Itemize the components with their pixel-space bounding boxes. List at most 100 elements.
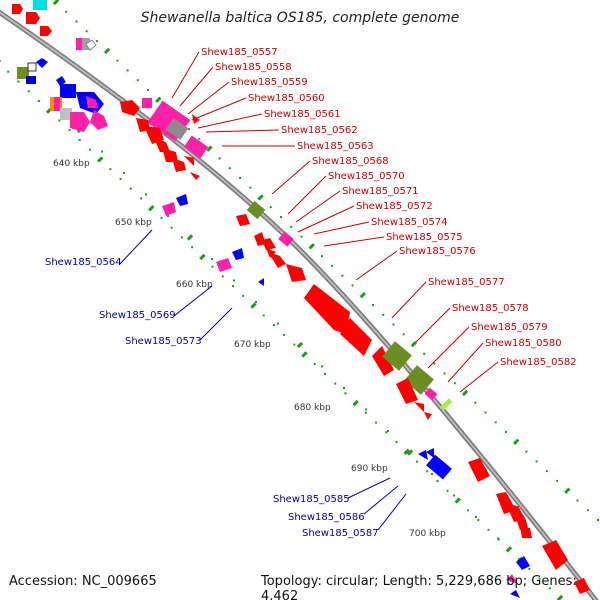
- gene-feature[interactable]: [36, 58, 48, 68]
- gene-feature[interactable]: [165, 118, 189, 140]
- gene-label-shew185_0575[interactable]: Shew185_0575: [386, 232, 463, 243]
- gene-feature[interactable]: [574, 578, 590, 594]
- track-tick: [7, 70, 10, 73]
- gene-feature[interactable]: [542, 540, 568, 570]
- gene-feature[interactable]: [268, 252, 286, 268]
- gene-feature[interactable]: [304, 284, 350, 334]
- gene-feature[interactable]: [258, 278, 264, 286]
- track-tick: [257, 194, 264, 201]
- gene-feature[interactable]: [192, 114, 200, 124]
- gene-feature[interactable]: [12, 4, 23, 14]
- gene-feature[interactable]: [26, 76, 36, 84]
- gene-feature[interactable]: [60, 84, 76, 98]
- gene-feature[interactable]: [90, 110, 108, 130]
- gene-feature[interactable]: [76, 38, 82, 50]
- gene-label-shew185_0569[interactable]: Shew185_0569: [99, 310, 176, 321]
- gene-feature[interactable]: [236, 214, 250, 226]
- gene-label-shew185_0559[interactable]: Shew185_0559: [231, 77, 308, 88]
- gene-feature[interactable]: [506, 504, 526, 522]
- gene-label-shew185_0560[interactable]: Shew185_0560: [248, 93, 325, 104]
- gene-feature[interactable]: [286, 264, 306, 282]
- track-tick: [564, 487, 571, 494]
- gene-label-shew185_0570[interactable]: Shew185_0570: [328, 171, 405, 182]
- gene-label-shew185_0574[interactable]: Shew185_0574: [371, 217, 448, 228]
- gene-label-shew185_0571[interactable]: Shew185_0571: [342, 186, 419, 197]
- track-tick: [331, 264, 334, 267]
- gene-feature[interactable]: [172, 158, 186, 172]
- gene-feature[interactable]: [176, 194, 188, 206]
- gene-feature[interactable]: [468, 458, 490, 482]
- gene-label-shew185_0563[interactable]: Shew185_0563: [297, 141, 374, 152]
- gene-feature[interactable]: [506, 574, 518, 584]
- gene-feature[interactable]: [40, 26, 52, 36]
- gene-feature[interactable]: [440, 398, 453, 411]
- gene-feature[interactable]: [86, 96, 98, 108]
- accession-label: Accession: NC_009665: [9, 574, 157, 589]
- gene-feature[interactable]: [414, 402, 424, 412]
- gene-feature[interactable]: [510, 590, 520, 598]
- gene-label-shew185_0557[interactable]: Shew185_0557: [201, 47, 278, 58]
- track-tick: [436, 480, 439, 483]
- gene-label-shew185_0579[interactable]: Shew185_0579: [471, 322, 548, 333]
- gene-feature[interactable]: [424, 412, 432, 420]
- gene-label-shew185_0586[interactable]: Shew185_0586: [288, 512, 365, 523]
- gene-feature[interactable]: [144, 126, 164, 144]
- gene-label-shew185_0573[interactable]: Shew185_0573: [125, 336, 202, 347]
- track-tick: [228, 167, 231, 170]
- gene-feature[interactable]: [190, 172, 200, 180]
- track-tick: [308, 243, 315, 250]
- gene-feature[interactable]: [520, 526, 532, 538]
- track-tick: [180, 236, 183, 239]
- gene-feature[interactable]: [120, 100, 140, 116]
- gene-label-shew185_0577[interactable]: Shew185_0577: [428, 277, 505, 288]
- gene-label-shew185_0587[interactable]: Shew185_0587: [302, 528, 379, 539]
- track-tick: [147, 89, 149, 91]
- gene-feature[interactable]: [142, 98, 152, 108]
- gene-feature[interactable]: [54, 97, 60, 111]
- gene-feature[interactable]: [60, 108, 72, 120]
- gene-feature[interactable]: [162, 148, 178, 162]
- gene-feature[interactable]: [183, 135, 209, 159]
- gene-feature[interactable]: [340, 318, 372, 356]
- gene-label-shew185_0582[interactable]: Shew185_0582: [500, 357, 577, 368]
- gene-feature[interactable]: [424, 387, 438, 401]
- track-tick: [343, 387, 345, 389]
- gene-feature[interactable]: [56, 76, 66, 86]
- track-tick: [232, 285, 234, 288]
- gene-label-shew185_0572[interactable]: Shew185_0572: [356, 201, 433, 212]
- gene-feature[interactable]: [404, 365, 434, 395]
- gene-feature[interactable]: [162, 202, 176, 216]
- gene-feature[interactable]: [27, 62, 37, 72]
- gene-feature[interactable]: [516, 556, 530, 570]
- track-tick: [351, 284, 354, 287]
- gene-feature[interactable]: [232, 248, 244, 260]
- track-tick: [199, 253, 206, 261]
- gene-feature[interactable]: [278, 231, 294, 247]
- gene-feature[interactable]: [382, 341, 412, 371]
- gene-label-shew185_0562[interactable]: Shew185_0562: [281, 125, 358, 136]
- gene-leader-line: [191, 97, 247, 121]
- gene-label-shew185_0576[interactable]: Shew185_0576: [399, 246, 476, 257]
- gene-label-shew185_0580[interactable]: Shew185_0580: [485, 338, 562, 349]
- gene-label-shew185_0578[interactable]: Shew185_0578: [452, 303, 529, 314]
- gene-feature[interactable]: [26, 12, 40, 24]
- gene-feature[interactable]: [184, 156, 194, 166]
- gene-label-shew185_0558[interactable]: Shew185_0558: [215, 62, 292, 73]
- gene-feature[interactable]: [426, 454, 452, 480]
- gene-feature[interactable]: [246, 200, 266, 220]
- gene-label-shew185_0561[interactable]: Shew185_0561: [264, 109, 341, 120]
- gene-feature[interactable]: [426, 448, 434, 458]
- gene-label-shew185_0564[interactable]: Shew185_0564: [45, 257, 122, 268]
- gene-feature[interactable]: [216, 258, 232, 272]
- gene-label-shew185_0585[interactable]: Shew185_0585: [273, 494, 350, 505]
- gene-feature[interactable]: [33, 0, 47, 10]
- gene-feature[interactable]: [70, 112, 90, 132]
- gene-feature[interactable]: [372, 346, 394, 376]
- gene-feature[interactable]: [262, 238, 276, 250]
- gene-feature[interactable]: [396, 378, 418, 404]
- gene-label-shew185_0568[interactable]: Shew185_0568: [312, 156, 389, 167]
- gene-feature[interactable]: [85, 39, 97, 51]
- gene-feature[interactable]: [418, 450, 428, 460]
- gene-leader-line: [447, 342, 484, 383]
- gene-feature[interactable]: [154, 138, 170, 152]
